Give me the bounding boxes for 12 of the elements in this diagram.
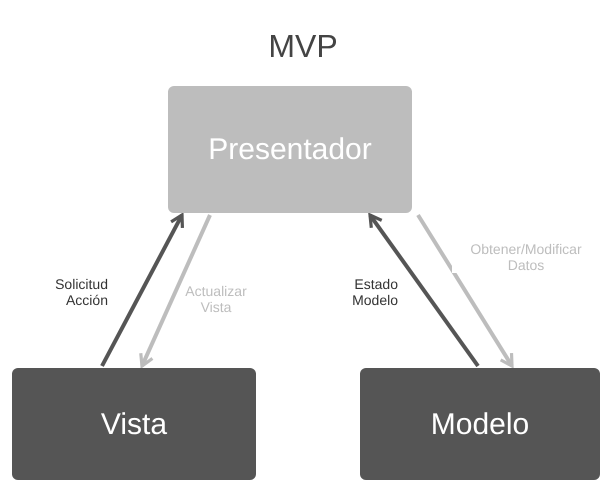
arrow — [416, 214, 514, 368]
process-box — [168, 86, 412, 213]
process-box — [12, 368, 256, 480]
arrow — [368, 213, 480, 368]
arrow — [139, 214, 212, 368]
arrow — [100, 213, 184, 367]
edge-label: Actualizar Vista — [182, 283, 250, 315]
node-label: Modelo — [430, 406, 530, 442]
node-label: Vista — [100, 406, 168, 442]
diagram-title: MVP — [268, 27, 338, 66]
node-label: Presentador — [208, 132, 372, 168]
process-box — [360, 368, 600, 480]
